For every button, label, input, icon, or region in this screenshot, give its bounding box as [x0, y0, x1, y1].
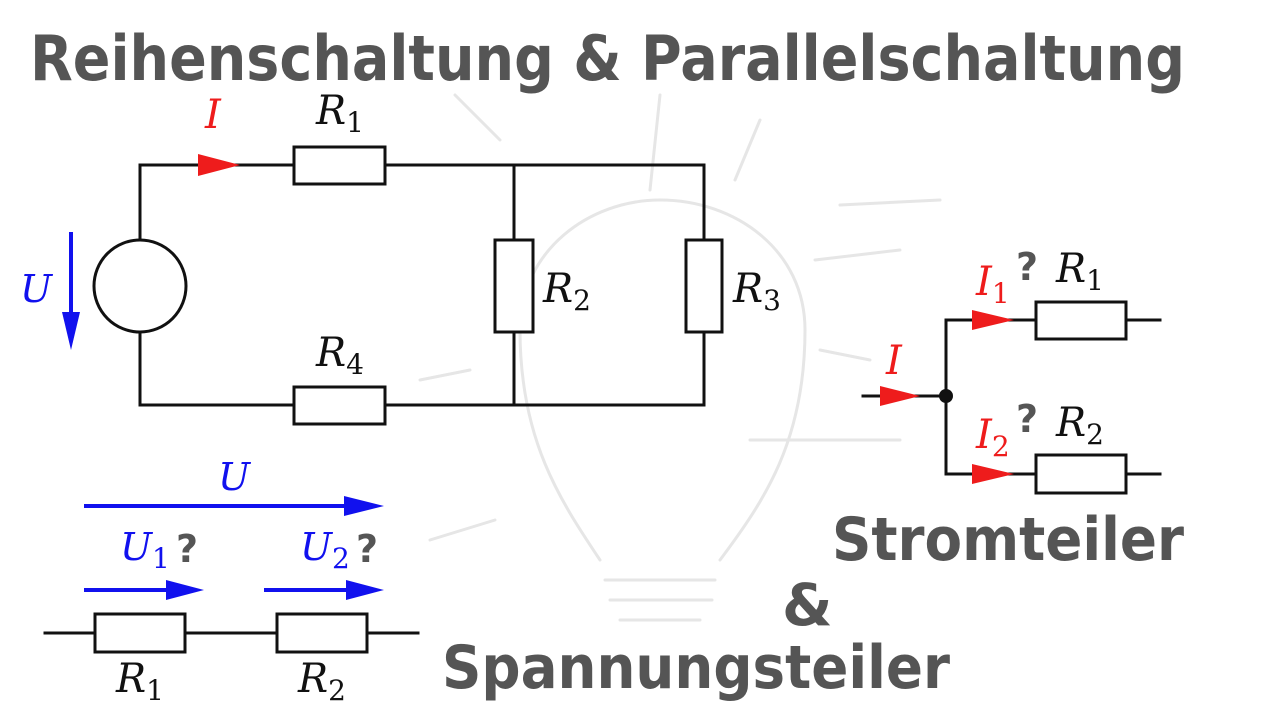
main-circuit: I U R1 R2 R3 R4: [20, 88, 781, 426]
resistor-r4: [292, 385, 387, 426]
voltage-divider-title: Spannungsteiler: [442, 633, 950, 703]
i2-label: I2: [975, 412, 1010, 463]
current-arrow: [198, 154, 240, 176]
current-divider-title: Stromteiler: [832, 505, 1184, 575]
i2-question-mark: ?: [1016, 397, 1038, 441]
u2-question-mark: ?: [356, 527, 378, 571]
vd-resistor-r1: [93, 612, 187, 654]
page-title: Reihenschaltung & Parallelschaltung: [30, 22, 1185, 95]
r3-label: R3: [732, 266, 781, 317]
total-voltage-label: U: [218, 455, 252, 499]
i1-question-mark: ?: [1016, 245, 1038, 289]
circuit-wires: [138, 163, 706, 407]
lightbulb-watermark: [418, 93, 942, 622]
resistor-r2: [493, 238, 535, 334]
voltage-label: U: [20, 267, 54, 311]
divider-resistor-r1: [1034, 300, 1128, 341]
current-label: I: [204, 92, 222, 138]
u1-question-mark: ?: [176, 527, 198, 571]
input-current-label: I: [885, 338, 903, 384]
current-divider: I I1 I2 ? ? R1 R2 Stromteiler: [832, 245, 1184, 575]
divider-resistor-r2: [1034, 453, 1128, 495]
r4-label: R4: [315, 330, 364, 381]
divider-r2-label: R2: [1055, 400, 1104, 451]
vd-r2-label: R2: [297, 656, 346, 707]
voltage-divider: U U1 U2 ? ? R1 R2 Spannungsteiler: [43, 455, 950, 707]
i1-label: I1: [975, 259, 1010, 310]
total-voltage-arrow-head: [344, 496, 384, 516]
resistor-r3: [684, 238, 724, 334]
input-current-arrow: [880, 386, 920, 406]
divider-r1-label: R1: [1055, 246, 1104, 297]
r2-label: R2: [542, 266, 591, 317]
ampersand: &: [782, 571, 833, 639]
u2-label: U2: [300, 525, 350, 575]
r1-label: R1: [315, 88, 364, 139]
voltage-source-symbol: [92, 238, 188, 334]
i2-arrow: [972, 464, 1014, 484]
voltage-arrow-head: [62, 312, 80, 350]
vd-resistor-r2: [275, 612, 369, 654]
u1-label: U1: [120, 525, 170, 575]
resistor-r1: [292, 145, 387, 186]
u2-arrow-head: [346, 580, 384, 600]
vd-r1-label: R1: [115, 656, 164, 707]
u1-arrow-head: [166, 580, 204, 600]
i1-arrow: [972, 310, 1014, 330]
junction-node: [939, 389, 953, 403]
